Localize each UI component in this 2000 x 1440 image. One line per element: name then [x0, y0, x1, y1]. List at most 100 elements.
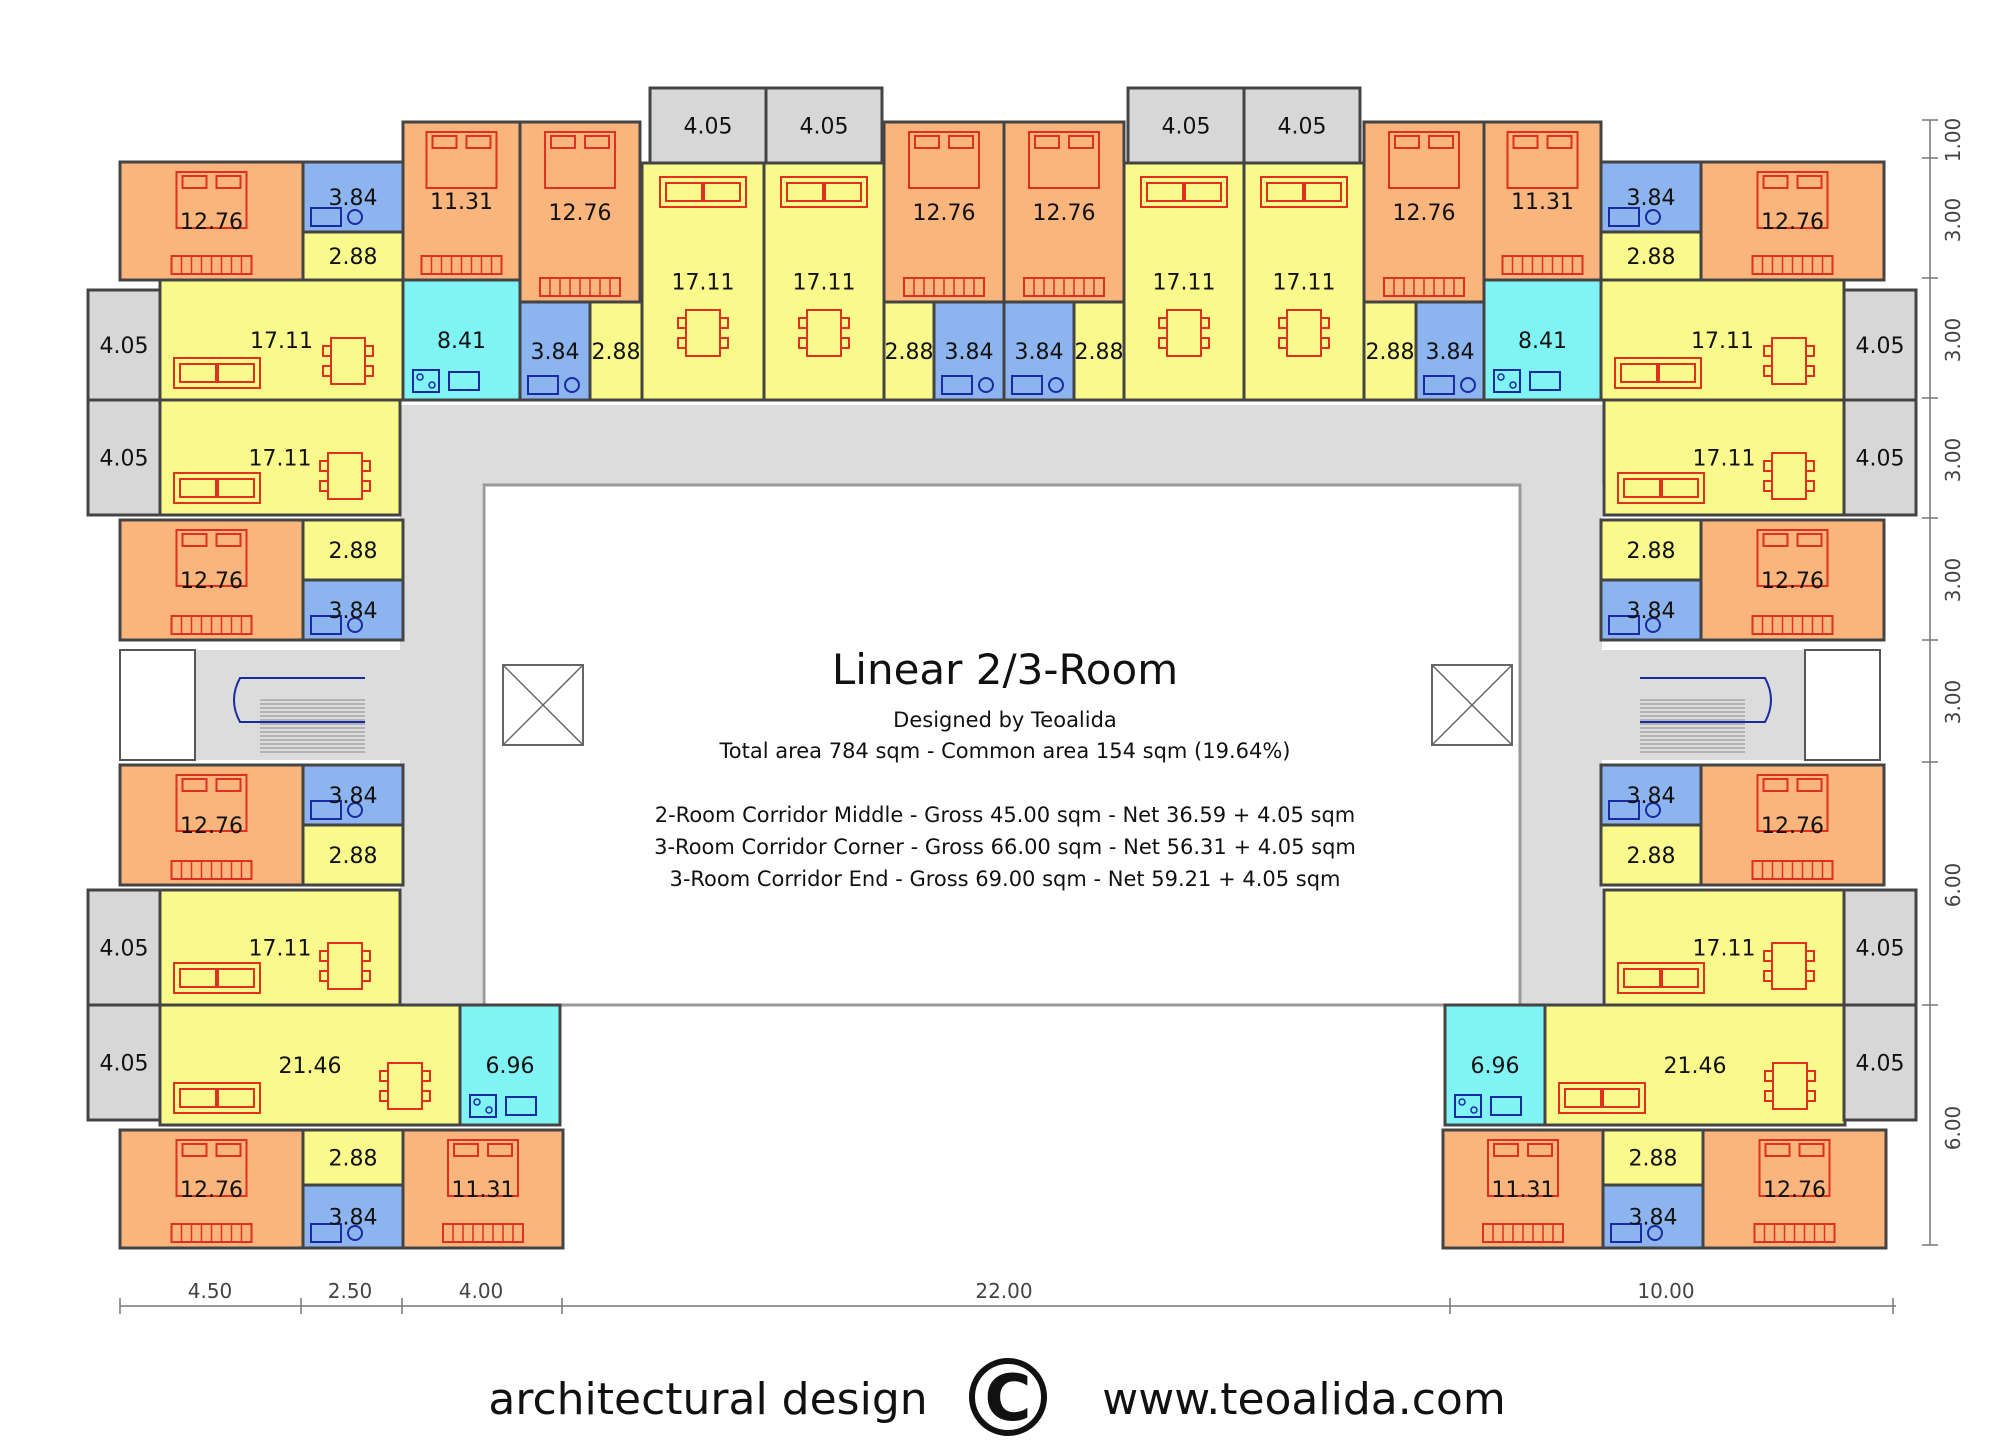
bathroom-room — [301, 1183, 405, 1250]
bathroom-room — [1414, 300, 1486, 402]
room-area-label: 12.76 — [1763, 1178, 1826, 1203]
room-area-label: 3.84 — [329, 784, 378, 809]
bedroom-room — [882, 120, 1006, 304]
footer: architectural design C www.teoalida.com — [488, 1358, 1506, 1436]
room-area-label: 4.05 — [1856, 334, 1905, 359]
room-area-label: 2.88 — [1075, 340, 1124, 365]
room-area-label: 2.88 — [1627, 539, 1676, 564]
room-area-label: 3.84 — [945, 340, 994, 365]
room-area-label: 17.11 — [1693, 937, 1756, 962]
room-area-label: 4.05 — [800, 115, 849, 140]
room-area-label: 17.11 — [1691, 329, 1754, 354]
room-area-label: 12.76 — [1033, 201, 1096, 226]
corridor — [1520, 405, 1602, 1005]
room-area-label: 12.76 — [180, 210, 243, 235]
room-area-label: 3.84 — [1015, 340, 1064, 365]
dim-label: 3.00 — [1941, 558, 1965, 603]
room-area-label: 2.88 — [592, 340, 641, 365]
room-area-label: 4.05 — [100, 334, 149, 359]
room-area-label: 4.05 — [1162, 115, 1211, 140]
balcony-room — [648, 86, 768, 165]
living-room — [158, 888, 402, 1007]
hall-room — [1601, 1128, 1705, 1187]
room-area-label: 17.11 — [672, 271, 735, 296]
room-area-label: 2.88 — [1366, 340, 1415, 365]
common-area — [119, 405, 1881, 1007]
room-area-label: 12.76 — [549, 201, 612, 226]
room-area-label: 12.76 — [1761, 569, 1824, 594]
room-area-label: 2.88 — [329, 844, 378, 869]
room-area-label: 17.11 — [793, 271, 856, 296]
living-room — [762, 161, 886, 402]
room-area-label: 17.11 — [1273, 271, 1336, 296]
right-dimension-labels: 1.00 3.00 3.00 3.00 3.00 3.00 6.00 6.00 — [1941, 118, 1965, 1151]
living-room — [1122, 161, 1246, 402]
stair-void — [1804, 649, 1881, 761]
room-area-label: 4.05 — [1856, 447, 1905, 472]
room-area-label: 11.31 — [1511, 190, 1574, 215]
bedroom-room — [1002, 120, 1126, 304]
room-area-label: 3.84 — [1627, 599, 1676, 624]
room-area-label: 17.11 — [250, 329, 313, 354]
balcony-room — [1842, 888, 1918, 1007]
bedroom-room — [1699, 160, 1886, 282]
unit-type-line: 2-Room Corridor Middle - Gross 45.00 sqm… — [655, 803, 1356, 827]
kitchen-room — [401, 278, 522, 402]
living-room — [1242, 161, 1366, 402]
copyright-letter: C — [985, 1362, 1032, 1436]
room-area-label: 11.31 — [430, 190, 493, 215]
dim-label: 4.50 — [188, 1279, 233, 1303]
room-area-label: 12.76 — [1761, 210, 1824, 235]
dim-label: 1.00 — [1941, 118, 1965, 163]
living-room — [158, 1003, 462, 1127]
unit-type-line: 3-Room Corridor End - Gross 69.00 sqm - … — [669, 867, 1340, 891]
bottom-dimension-labels: 4.50 2.50 4.00 22.00 10.00 — [188, 1279, 1695, 1303]
total-area-text: Total area 784 sqm - Common area 154 sqm… — [718, 739, 1290, 763]
hall-room — [1599, 230, 1703, 282]
room-area-label: 2.88 — [885, 340, 934, 365]
room-area-label: 4.05 — [1278, 115, 1327, 140]
bedroom-room — [1482, 120, 1603, 282]
hall-room — [301, 1128, 405, 1187]
room-area-label: 4.05 — [684, 115, 733, 140]
copyright-icon — [969, 1358, 1047, 1436]
courtyard — [482, 483, 1522, 1007]
elevator-cross — [1431, 664, 1513, 746]
hall-room — [1599, 823, 1703, 887]
room-labels: 12.76 3.84 2.88 11.31 12.76 17.11 8.41 3.84 2.88… — [100, 115, 1905, 1231]
title-block: Linear 2/3-Room Designed by Teoalida Tot… — [654, 645, 1356, 891]
dim-label: 6.00 — [1941, 1106, 1965, 1151]
room-area-label: 4.05 — [1856, 937, 1905, 962]
room-area-label: 12.76 — [180, 569, 243, 594]
stair-arrow — [233, 677, 365, 723]
room-area-label: 3.84 — [1629, 1206, 1678, 1231]
bathroom-room — [301, 578, 405, 642]
corridor — [400, 405, 1610, 485]
bathroom-room — [1601, 1183, 1705, 1250]
room-area-label: 4.05 — [100, 447, 149, 472]
rooms-layer — [86, 86, 1918, 1250]
footer-left-text: architectural design — [488, 1374, 927, 1425]
footer-website: www.teoalida.com — [1102, 1374, 1505, 1425]
room-area-label: 12.76 — [1761, 814, 1824, 839]
bedroom-room — [1362, 120, 1486, 304]
room-area-label: 12.76 — [1393, 201, 1456, 226]
room-area-label: 21.46 — [1664, 1054, 1727, 1079]
balcony-room — [1842, 398, 1918, 517]
room-area-label: 3.84 — [329, 186, 378, 211]
bedroom-room — [401, 120, 522, 282]
bathroom-room — [301, 763, 405, 827]
stair-void — [119, 649, 196, 761]
room-area-label: 17.11 — [249, 447, 312, 472]
room-area-label: 2.88 — [329, 1147, 378, 1172]
room-area-label: 8.41 — [437, 329, 486, 354]
living-room — [1602, 398, 1846, 517]
room-area-label: 3.84 — [329, 599, 378, 624]
room-area-label: 2.88 — [1629, 1147, 1678, 1172]
hall-room — [301, 518, 405, 582]
dim-label: 3.00 — [1941, 438, 1965, 483]
designer-credit: Designed by Teoalida — [893, 708, 1117, 732]
room-area-label: 21.46 — [279, 1054, 342, 1079]
balcony-room — [1842, 288, 1918, 402]
